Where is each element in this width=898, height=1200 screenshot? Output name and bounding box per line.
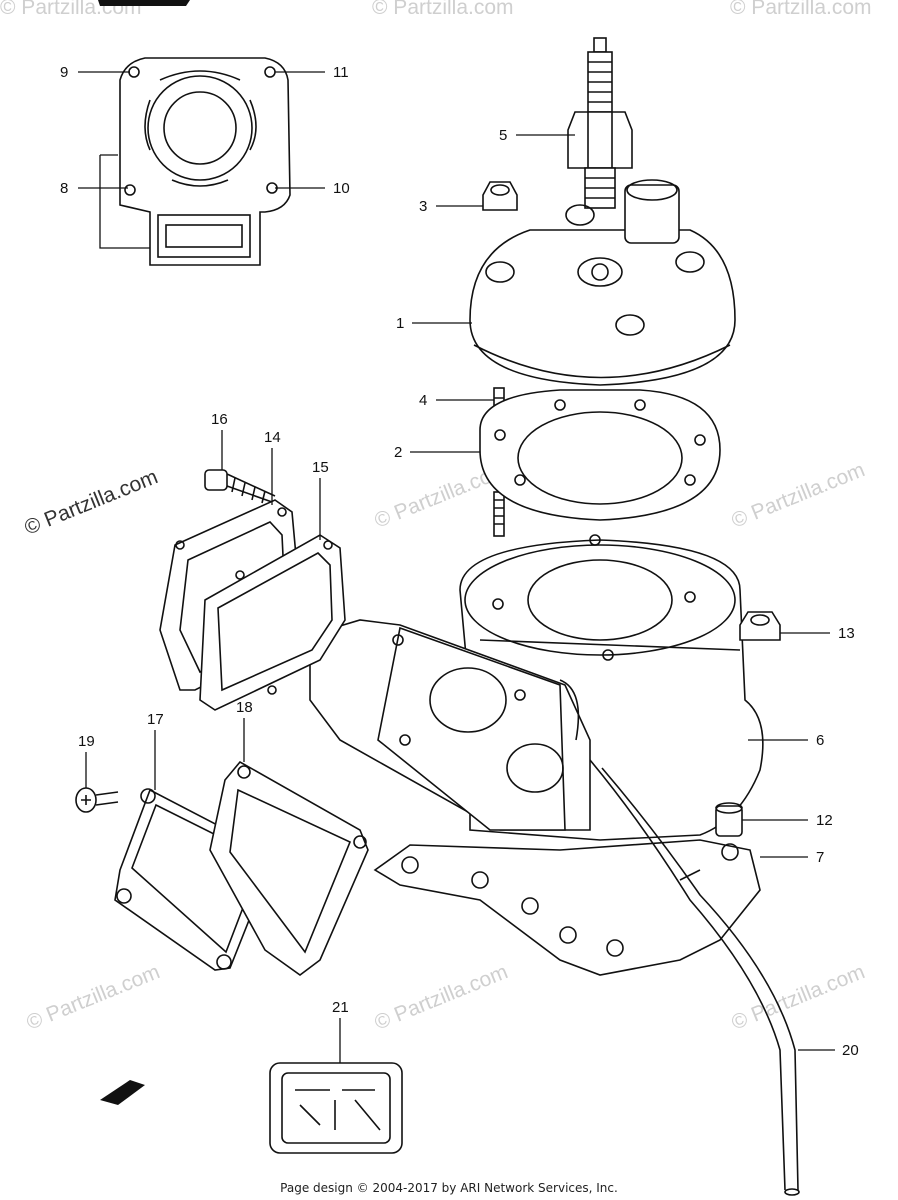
callout-15: 15 [312, 459, 329, 476]
callout-4: 4 [419, 392, 427, 409]
gasket-18 [209, 760, 369, 976]
intake-port-housing [309, 619, 591, 831]
bolt-16 [204, 469, 276, 504]
callout-1: 1 [396, 315, 404, 332]
inset-cylinder-top-view [99, 57, 291, 266]
callout-9: 9 [60, 64, 68, 81]
callout-labels: 9 11 8 10 5 3 1 4 2 16 14 15 13 6 12 7 1… [60, 64, 859, 1059]
callout-8: 8 [60, 180, 68, 197]
callout-7: 7 [816, 849, 824, 866]
base-gasket [373, 839, 761, 976]
callout-18: 18 [236, 699, 253, 716]
watermark-bottom-right: © Partzilla.com [728, 960, 868, 1034]
spark-plug [567, 37, 633, 209]
footer-credit: Page design © 2004-2017 by ARI Network S… [280, 1181, 618, 1195]
callout-13: 13 [838, 625, 855, 642]
callout-12: 12 [816, 812, 833, 829]
screw-19 [75, 787, 119, 813]
callout-6: 6 [816, 732, 824, 749]
header-fragment [98, 0, 190, 6]
callout-2: 2 [394, 444, 402, 461]
reed-plate-15 [199, 534, 346, 711]
caution-label [269, 1062, 403, 1154]
callout-21: 21 [332, 999, 349, 1016]
watermark-bottom-left: © Partzilla.com [23, 960, 163, 1034]
nut-13 [739, 611, 781, 641]
cap-nut [482, 181, 518, 211]
callout-16: 16 [211, 411, 228, 428]
leader-lines [78, 71, 835, 1063]
callout-11: 11 [333, 64, 349, 81]
watermark-top-right: © Partzilla.com [730, 0, 872, 19]
head-gasket [479, 389, 721, 521]
callout-20: 20 [842, 1042, 859, 1059]
callout-10: 10 [333, 180, 350, 197]
watermark-bottom-center: © Partzilla.com [371, 960, 511, 1034]
watermark-mid-right: © Partzilla.com [728, 458, 868, 532]
callout-3: 3 [419, 198, 427, 215]
callout-14: 14 [264, 429, 281, 446]
callout-5: 5 [499, 127, 507, 144]
callout-19: 19 [78, 733, 95, 750]
breather-hose [559, 679, 800, 1196]
callout-17: 17 [147, 711, 164, 728]
front-arrow-icon [100, 1080, 145, 1105]
cylinder-head [469, 179, 736, 386]
watermark-top-center: © Partzilla.com [372, 0, 514, 19]
watermark-mid-left: © Partzilla.com [21, 465, 161, 539]
dowel-pin [715, 802, 743, 837]
